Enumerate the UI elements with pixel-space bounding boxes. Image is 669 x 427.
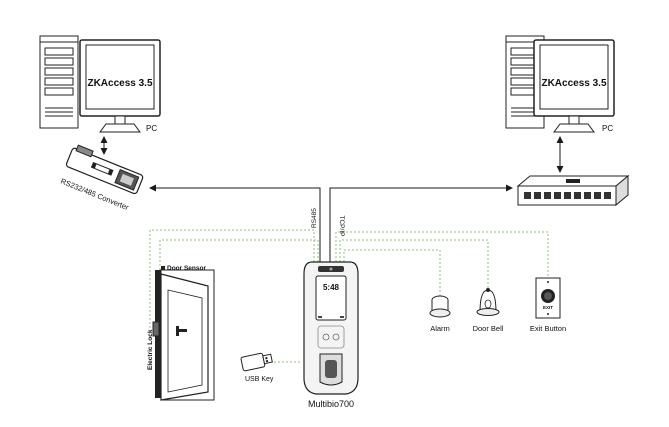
pc-right-screen-text: ZKAccess 3.5 [541, 78, 606, 89]
wiring [149, 229, 549, 363]
usb-key-label: USB Key [245, 376, 274, 383]
tcpip-link [329, 184, 513, 262]
pc-left-label: PC [146, 124, 157, 133]
device-label: Multibio700 [308, 399, 354, 409]
door [152, 266, 215, 401]
rs485-link [149, 184, 321, 262]
pc-right: ZKAccess 3.5 PC [505, 35, 615, 133]
wire-electric-lock [149, 229, 315, 330]
door-sensor-label: Door Sensor [167, 265, 206, 272]
pc-left-screen-text: ZKAccess 3.5 [87, 78, 152, 89]
pc-tower-left [39, 35, 79, 129]
pc-right-label: PC [602, 124, 613, 133]
usb-key [240, 352, 273, 372]
alarm-device [429, 295, 451, 318]
tcpip-label: TCP/IP [338, 216, 345, 237]
exit-button-label: Exit Button [530, 324, 566, 333]
device-screen-time: 5:48 [323, 283, 340, 292]
connection-lines [100, 136, 564, 262]
electric-lock-label: Electric Lock [147, 329, 154, 370]
wire-exit-button [335, 231, 549, 278]
door-bell-label: Door Bell [473, 324, 504, 333]
network-switch [516, 174, 630, 207]
wire-door-sensor [159, 239, 319, 272]
wire-door-bell [339, 239, 489, 290]
pc-monitor-left [79, 39, 161, 133]
rs232-485-converter [65, 144, 144, 195]
rs485-label: RS485 [311, 208, 318, 228]
exit-button-device [535, 277, 561, 319]
exit-button-text: EXIT [543, 305, 553, 310]
pc-left: ZKAccess 3.5 PC [39, 35, 161, 133]
multibio700-device [303, 261, 359, 395]
wire-alarm [343, 249, 441, 296]
pc-monitor-right [533, 39, 615, 133]
door-bell-device [476, 288, 500, 316]
alarm-label: Alarm [430, 324, 450, 333]
